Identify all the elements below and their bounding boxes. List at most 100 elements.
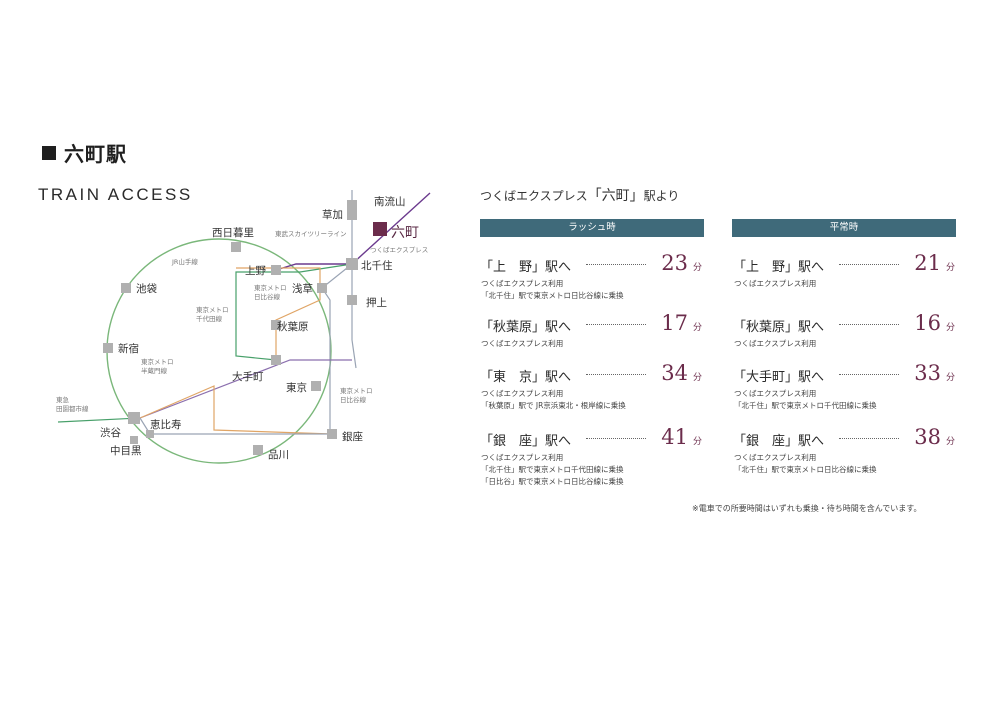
page-subtitle: TRAIN ACCESS [38, 185, 193, 204]
page-title: 六町駅 [64, 142, 127, 166]
leader-dots [839, 324, 899, 325]
travel-minutes: 34 [661, 361, 688, 385]
label-ginza: 銀座 [342, 430, 363, 443]
den-en-toshi-line [57, 417, 141, 423]
tobu-skytree-line [351, 190, 357, 369]
route-note: 「北千住」駅で東京メトロ千代田線に乗換 [481, 465, 624, 474]
station-marker-akihabara [271, 320, 281, 330]
travel-minutes: 16 [914, 311, 941, 335]
label-kitasenju: 北千住 [361, 259, 393, 272]
from-station: 「六町」 [587, 188, 644, 204]
route-note: 「北千住」駅で東京メトロ千代田線に乗換 [734, 401, 877, 410]
station-marker-asakusa [317, 283, 327, 293]
destination-name: 「東 京」駅へ [480, 370, 572, 385]
leader-dots [586, 264, 646, 265]
destination-name: 「秋葉原」駅へ [480, 320, 572, 335]
station-marker-souka [347, 210, 357, 220]
label-tsukuba-express: つくばエクスプレス [370, 245, 428, 254]
route-note: つくばエクスプレス利用 [481, 453, 564, 462]
rush-destination-2: 「東 京」駅へ 34 分つくばエクスプレス利用「秋葉原」駅で JR京浜東北・根岸線に… [480, 361, 704, 422]
station-marker-shibuya [128, 412, 140, 424]
travel-minutes: 41 [661, 425, 688, 449]
label-chiyoda-line-2: 千代田線 [196, 314, 223, 323]
destination-name: 「大手町」駅へ [733, 370, 825, 385]
route-note: 「秋葉原」駅で JR京浜東北・根岸線に乗換 [481, 401, 626, 410]
minutes-unit: 分 [692, 323, 702, 333]
minutes-unit: 分 [692, 373, 702, 383]
station-marker-ginza [327, 429, 337, 439]
ginza-line [139, 385, 333, 435]
label-toyoko-line-1: 東急 [56, 395, 70, 404]
normal-destination-2: 「大手町」駅へ 33 分つくばエクスプレス利用「北千住」駅で東京メトロ千代田線に乗換 [733, 361, 957, 422]
label-hanzomon-line-1: 東京メトロ [141, 357, 174, 366]
travel-minutes: 17 [661, 311, 688, 335]
label-ebisu: 恵比寿 [150, 418, 182, 431]
label-otemachi: 大手町 [232, 370, 264, 383]
destination-name: 「上 野」駅へ [733, 260, 825, 275]
label-rokucho: 六町 [391, 225, 419, 241]
from-prefix: つくばエクスプレス [480, 189, 588, 203]
label-toyoko-line-2: 田園都市線 [56, 404, 89, 413]
minutes-unit: 分 [692, 263, 702, 273]
label-ueno: 上野 [245, 265, 266, 277]
station-marker-otemachi [271, 355, 281, 365]
leader-dots [586, 324, 646, 325]
station-marker-ikebukuro [121, 283, 131, 293]
station-marker-minaminagareyama [347, 200, 357, 210]
label-shinagawa: 品川 [268, 449, 289, 461]
label-souka: 草加 [322, 209, 343, 221]
chiyoda-line [235, 263, 353, 361]
route-note: つくばエクスプレス利用 [734, 389, 817, 398]
travel-minutes: 33 [914, 361, 941, 385]
station-marker-rokucho [373, 222, 387, 236]
station-marker-ebisu [146, 430, 154, 438]
route-note: つくばエクスプレス利用 [481, 389, 564, 398]
travel-minutes: 38 [914, 425, 941, 449]
label-hibiya-line-2: 日比谷線 [254, 292, 281, 301]
route-note: つくばエクスプレス利用 [734, 279, 817, 288]
rush-destination-1: 「秋葉原」駅へ 17 分つくばエクスプレス利用 [480, 311, 704, 372]
station-marker-shinagawa [253, 445, 263, 455]
travel-minutes: 23 [661, 251, 688, 275]
leader-dots [839, 438, 899, 439]
station-marker-ueno [271, 265, 281, 275]
label-nakameguro: 中目黒 [110, 444, 142, 457]
minutes-unit: 分 [945, 373, 955, 383]
station-marker-nishinippori [231, 242, 241, 252]
label-nishinippori: 西日暮里 [212, 226, 254, 239]
route-note: 「北千住」駅で東京メトロ日比谷線に乗換 [734, 465, 877, 474]
label-shibuya: 渋谷 [100, 426, 121, 439]
label-akihabara: 秋葉原 [277, 320, 309, 333]
label-tobu-skytree-line: 東武スカイツリーライン [275, 229, 347, 238]
label-ginza-line-2: 日比谷線 [340, 395, 367, 404]
route-note: つくばエクスプレス利用 [481, 339, 564, 348]
label-oshiage: 押上 [366, 296, 387, 309]
label-ginza-line-1: 東京メトロ [340, 386, 373, 395]
label-ikebukuro: 池袋 [136, 282, 157, 295]
route-note: つくばエクスプレス利用 [734, 339, 817, 348]
route-note: 「北千住」駅で東京メトロ日比谷線に乗換 [481, 291, 624, 300]
label-asakusa: 浅草 [292, 282, 313, 295]
tsukuba-express-line [275, 192, 431, 271]
label-chiyoda-line-1: 東京メトロ [196, 305, 229, 314]
normal-header: 平常時 [732, 219, 956, 237]
from-station-caption: つくばエクスプレス「六町」駅より [480, 185, 679, 205]
leader-dots [586, 374, 646, 375]
label-yamanote-line: JR山手線 [171, 257, 198, 266]
leader-dots [586, 438, 646, 439]
hanzomon-line [139, 359, 352, 419]
route-note: つくばエクスプレス利用 [734, 453, 817, 462]
minutes-unit: 分 [692, 437, 702, 447]
ginza-line-upper [236, 267, 321, 360]
station-marker-oshiage [347, 295, 357, 305]
route-note: 「日比谷」駅で東京メトロ日比谷線に乗換 [481, 477, 624, 486]
footnote: ※電車での所要時間はいずれも乗換・待ち時間を含んでいます。 [692, 504, 922, 513]
travel-minutes: 21 [914, 251, 941, 275]
destination-name: 「秋葉原」駅へ [733, 320, 825, 335]
station-marker-shinjuku [103, 343, 113, 353]
label-hibiya-line-1: 東京メトロ [254, 283, 287, 292]
